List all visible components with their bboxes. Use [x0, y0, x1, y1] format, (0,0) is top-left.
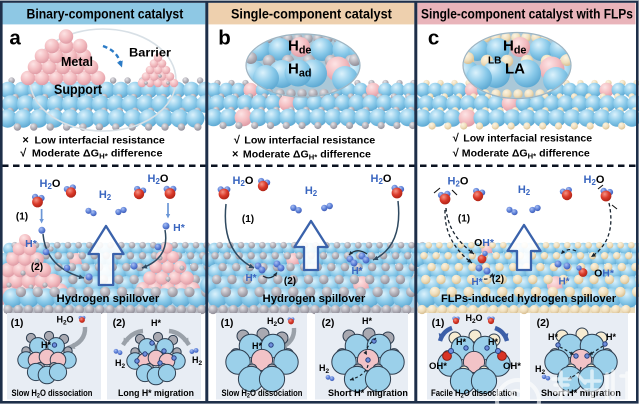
svg-text:(1): (1) [242, 214, 254, 225]
svg-text:Moderate ΔGH* difference: Moderate ΔGH* difference [243, 150, 371, 162]
svg-text:H2O: H2O [465, 313, 482, 325]
svg-text:×: × [232, 149, 238, 161]
svg-text:H2: H2 [305, 185, 318, 198]
svg-text:(1): (1) [458, 213, 470, 224]
svg-text:(1): (1) [11, 317, 24, 329]
svg-text:H2: H2 [115, 358, 126, 370]
svg-text:(1): (1) [432, 317, 445, 329]
svg-text:Facile H2O dissociation: Facile H2O dissociation [431, 387, 517, 400]
svg-text:Support: Support [54, 82, 103, 98]
svg-text:Moderate ΔGH* difference: Moderate ΔGH* difference [32, 149, 163, 161]
svg-text:H*: H* [558, 277, 569, 288]
svg-text:H2O: H2O [233, 175, 254, 188]
svg-text:Had: Had [288, 61, 311, 80]
svg-text:Metal: Metal [61, 55, 93, 69]
svg-text:OH*: OH* [594, 268, 615, 280]
svg-text:√: √ [234, 135, 241, 147]
svg-text:H2O: H2O [267, 316, 284, 328]
svg-text:(2): (2) [492, 274, 504, 285]
svg-text:Barrier: Barrier [129, 46, 171, 60]
svg-text:(2): (2) [31, 262, 43, 273]
svg-text:H2O: H2O [371, 173, 392, 186]
svg-text:Slow H2O dissociation: Slow H2O dissociation [12, 387, 93, 400]
svg-text:H2: H2 [518, 184, 531, 197]
svg-text:H*: H* [548, 332, 558, 342]
svg-text:LA: LA [505, 61, 525, 78]
svg-text:H2: H2 [535, 364, 546, 376]
svg-text:H*: H* [488, 337, 498, 347]
svg-text:H2O: H2O [448, 175, 469, 188]
svg-text:OH*: OH* [503, 361, 521, 372]
svg-text:Low interfacial resistance: Low interfacial resistance [244, 136, 375, 147]
svg-text:H*: H* [173, 222, 186, 234]
svg-text:Single-component catalyst with: Single-component catalyst with FLPs [421, 5, 633, 21]
svg-text:OH*: OH* [474, 237, 495, 249]
svg-text:Hde: Hde [288, 38, 311, 57]
svg-text:(2): (2) [284, 276, 296, 287]
svg-text:LB: LB [488, 56, 501, 67]
svg-text:(2): (2) [322, 317, 335, 329]
svg-text:H*: H* [25, 238, 38, 250]
svg-text:H2O: H2O [148, 173, 169, 186]
svg-text:H*: H* [41, 340, 51, 350]
svg-text:√: √ [453, 133, 460, 145]
svg-text:H*: H* [151, 318, 161, 328]
svg-text:H2: H2 [192, 355, 203, 367]
svg-text:H*: H* [606, 332, 616, 342]
svg-text:(1): (1) [221, 317, 234, 329]
svg-text:Hydrogen spillover: Hydrogen spillover [263, 293, 366, 305]
svg-text:c: c [428, 26, 439, 49]
svg-text:Slow H2O dissociation: Slow H2O dissociation [222, 387, 303, 400]
svg-text:H2: H2 [99, 189, 112, 202]
svg-text:H2O: H2O [584, 174, 605, 187]
svg-text:FLPs-induced hydrogen spillove: FLPs-induced hydrogen spillover [441, 293, 617, 305]
svg-text:H*: H* [471, 277, 482, 288]
svg-text:H2O: H2O [56, 315, 73, 327]
svg-text:Hydrogen spillover: Hydrogen spillover [57, 293, 160, 305]
svg-text:(2): (2) [537, 317, 550, 329]
svg-text:H*: H* [456, 337, 466, 347]
svg-text:Moderate ΔGH* difference: Moderate ΔGH* difference [462, 149, 590, 161]
svg-text:Long H* migration: Long H* migration [118, 388, 194, 398]
svg-text:×: × [22, 134, 28, 146]
svg-text:H*: H* [245, 273, 256, 284]
svg-text:H*: H* [252, 341, 262, 351]
svg-text:√: √ [453, 147, 460, 159]
svg-text:OH*: OH* [429, 361, 447, 372]
svg-text:Low interfacial resistance: Low interfacial resistance [463, 134, 592, 145]
svg-text:H2: H2 [319, 363, 330, 375]
svg-text:a: a [9, 27, 21, 50]
svg-text:Short H* migration: Short H* migration [328, 388, 408, 398]
svg-text:√: √ [20, 147, 27, 159]
svg-text:H2O: H2O [40, 178, 61, 191]
svg-text:(1): (1) [16, 211, 28, 222]
svg-text:b: b [218, 26, 231, 49]
svg-text:Binary-component catalyst: Binary-component catalyst [27, 6, 184, 22]
svg-text:Short H* migration: Short H* migration [541, 388, 621, 398]
svg-text:(2): (2) [113, 317, 126, 329]
svg-text:Single-component catalyst: Single-component catalyst [231, 6, 392, 22]
svg-text:H*: H* [362, 316, 372, 326]
svg-text:Hde: Hde [503, 38, 526, 57]
svg-text:Low interfacial resistance: Low interfacial resistance [35, 136, 166, 147]
svg-text:H*: H* [351, 266, 362, 277]
